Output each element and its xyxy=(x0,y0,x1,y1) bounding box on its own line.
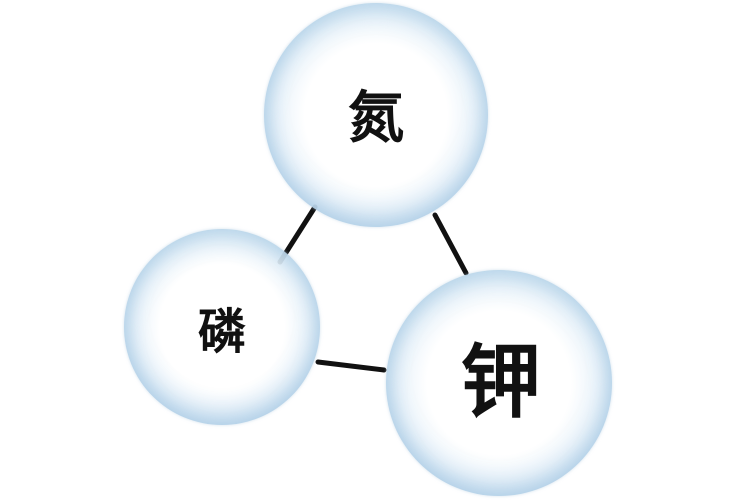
node-potassium: 钾 xyxy=(386,270,612,496)
node-label-nitrogen: 氮 xyxy=(348,86,404,151)
node-nitrogen: 氮 xyxy=(264,3,488,227)
edge-nitrogen-potassium xyxy=(432,212,469,276)
node-label-phosphorus: 磷 xyxy=(197,304,246,360)
node-label-potassium: 钾 xyxy=(461,336,541,429)
edge-phosphorus-potassium xyxy=(315,359,387,373)
node-phosphorus: 磷 xyxy=(124,229,320,425)
